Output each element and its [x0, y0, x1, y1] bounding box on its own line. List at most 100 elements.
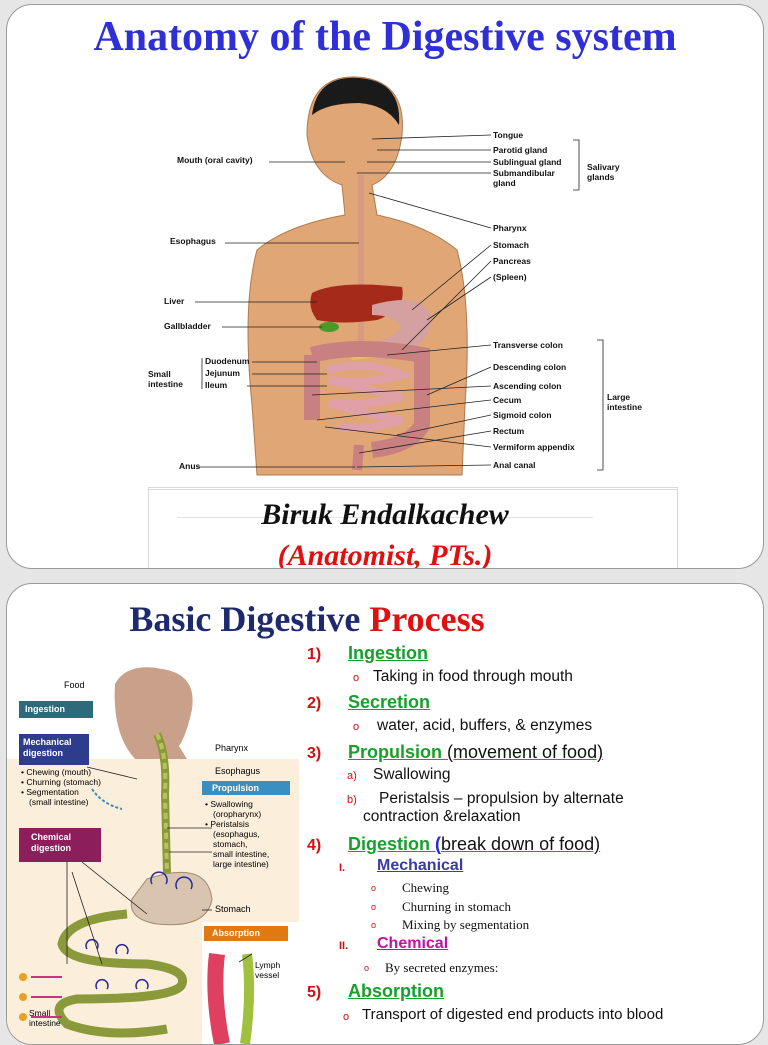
- step4-i-item-1: Chewing: [402, 880, 449, 895]
- step5-heading: Absorption: [348, 981, 444, 1001]
- prop-item-esophagus: (esophagus,: [213, 829, 260, 839]
- diagram-small-intestine-label: Small intestine: [29, 1008, 61, 1028]
- slide-anatomy: Anatomy of the Digestive system: [6, 4, 764, 569]
- step4-i-bullet-1: o: [371, 883, 377, 893]
- prop-item-peristalsis: • Peristalsis: [205, 819, 250, 829]
- propulsion-items: • Swallowing (oropharynx) • Peristalsis …: [205, 799, 269, 869]
- step1-heading: Ingestion: [348, 643, 428, 663]
- prop-item-oropharynx: (oropharynx): [213, 809, 262, 819]
- label-pharynx: Pharynx: [493, 223, 527, 233]
- label-sublingual: Sublingual gland: [493, 157, 562, 167]
- prop-item-swallowing: • Swallowing: [205, 799, 253, 809]
- label-sigmoid-colon: Sigmoid colon: [493, 410, 552, 420]
- author-box: [148, 487, 678, 568]
- label-transverse-colon: Transverse colon: [493, 340, 563, 350]
- label-jejunum: Jejunum: [205, 368, 240, 378]
- step5-number: 5): [307, 984, 322, 1001]
- step1-bullet: o: [353, 672, 360, 684]
- step4-i-bullet-3: o: [371, 920, 377, 930]
- step4-heading-extra: break down of food): [441, 834, 601, 854]
- step4-i-heading: Mechanical: [377, 857, 464, 874]
- step4-i-item-3: Mixing by segmentation: [402, 917, 530, 932]
- label-spleen: (Spleen): [493, 272, 527, 282]
- label-cecum: Cecum: [493, 395, 522, 405]
- step1-text: Taking in food through mouth: [373, 668, 573, 685]
- step4-number: 4): [307, 837, 322, 854]
- label-ileum: Ileum: [205, 380, 228, 390]
- prop-item-stomach: stomach,: [213, 839, 248, 849]
- slide-digestive-process: Basic Digestive Process: [6, 583, 764, 1045]
- label-anus: Anus: [179, 461, 201, 471]
- step5-text: Transport of digested end products into …: [362, 1006, 664, 1023]
- step4-ii-number: II.: [339, 940, 349, 952]
- label-esophagus: Esophagus: [170, 236, 216, 246]
- diagram-pharynx-label: Pharynx: [215, 743, 249, 753]
- step4-ii-heading: Chemical: [377, 935, 449, 952]
- diagram-lymph-label: Lymph vessel: [255, 960, 281, 980]
- process-diagram-illustration: [7, 667, 302, 1044]
- step5-bullet: o: [343, 1011, 350, 1023]
- step3b-number: b): [347, 794, 357, 806]
- label-tongue: Tongue: [493, 130, 524, 140]
- author-name: Biruk Endalkachew: [261, 498, 509, 531]
- step4-heading-paren: (: [430, 834, 442, 854]
- diagram-stomach-label: Stomach: [215, 904, 251, 914]
- chemical-digestion-box: Chemical digestion: [19, 828, 101, 862]
- mech-item-churning: • Churning (stomach): [21, 777, 101, 787]
- prop-item-small-intestine: small intestine,: [213, 849, 270, 859]
- step4-i-number: I.: [339, 862, 346, 874]
- step4-heading-text: Digestion: [348, 834, 431, 854]
- label-salivary-glands: Salivary glands: [587, 162, 620, 182]
- author-role: (Anatomist, PTs.): [277, 539, 493, 569]
- label-ascending-colon: Ascending colon: [493, 381, 562, 391]
- step2-text: water, acid, buffers, & enzymes: [377, 717, 593, 734]
- label-large-intestine: Large intestine: [607, 392, 642, 412]
- step2-heading: Secretion: [348, 692, 431, 712]
- step1-number: 1): [307, 646, 322, 663]
- absorption-box: Absorption: [204, 926, 288, 941]
- step3-heading-text: Propulsion: [348, 742, 442, 762]
- mech-item-chewing: • Chewing (mouth): [21, 767, 92, 777]
- diagram-esophagus-label: Esophagus: [215, 766, 261, 776]
- mechanical-digestion-box: Mechanical digestion: [19, 734, 89, 765]
- diagram-food-label: Food: [64, 680, 85, 690]
- label-stomach: Stomach: [493, 240, 529, 250]
- step4-i-item-2: Churning in stomach: [402, 899, 512, 914]
- label-mouth: Mouth (oral cavity): [177, 155, 253, 165]
- label-duodenum: Duodenum: [205, 356, 250, 366]
- propulsion-box: Propulsion: [202, 781, 290, 795]
- label-appendix: Vermiform appendix: [493, 442, 575, 452]
- ingestion-box: Ingestion: [19, 701, 93, 718]
- label-pancreas: Pancreas: [493, 256, 531, 266]
- step2-bullet: o: [353, 721, 360, 733]
- slide2-title: Basic Digestive Process: [7, 598, 607, 640]
- step3-number: 3): [307, 745, 322, 762]
- label-parotid: Parotid gland: [493, 145, 548, 155]
- title-part-basic: Basic Digestive: [129, 599, 361, 639]
- prop-item-large-intestine: large intestine): [213, 859, 269, 869]
- step3b-text-line1: Peristalsis – propulsion by alternate: [379, 790, 624, 807]
- step3a-text: Swallowing: [373, 766, 451, 783]
- mechanical-items: • Chewing (mouth) • Churning (stomach) •…: [21, 767, 101, 807]
- step4-ii-item: By secreted enzymes:: [385, 960, 499, 975]
- process-diagram: Food Ingestion Mechanical digestion • Ch…: [7, 664, 303, 1044]
- label-gallbladder: Gallbladder: [164, 321, 211, 331]
- step4-heading: Digestion (break down of food): [348, 834, 600, 855]
- mech-item-small-intestine: (small intestine): [29, 797, 89, 807]
- slide1-title: Anatomy of the Digestive system: [93, 14, 677, 60]
- step3a-number: a): [347, 770, 357, 782]
- step3-heading: Propulsion (movement of food): [348, 742, 603, 763]
- label-liver: Liver: [164, 296, 185, 306]
- step2-number: 2): [307, 695, 322, 712]
- mech-item-segmentation: • Segmentation: [21, 787, 79, 797]
- label-small-intestine: Small intestine: [148, 369, 183, 389]
- label-rectum: Rectum: [493, 426, 525, 436]
- label-submandibular: Submandibular gland: [493, 168, 555, 188]
- author-divider: [177, 517, 593, 518]
- title-part-process: Process: [369, 599, 485, 639]
- step3-heading-extra: (movement of food): [442, 742, 604, 762]
- digestive-anatomy-illustration: [195, 76, 604, 476]
- step3b-text-line2: contraction &relaxation: [363, 808, 521, 825]
- label-anal-canal: Anal canal: [493, 460, 536, 470]
- step4-ii-bullet: o: [364, 963, 370, 973]
